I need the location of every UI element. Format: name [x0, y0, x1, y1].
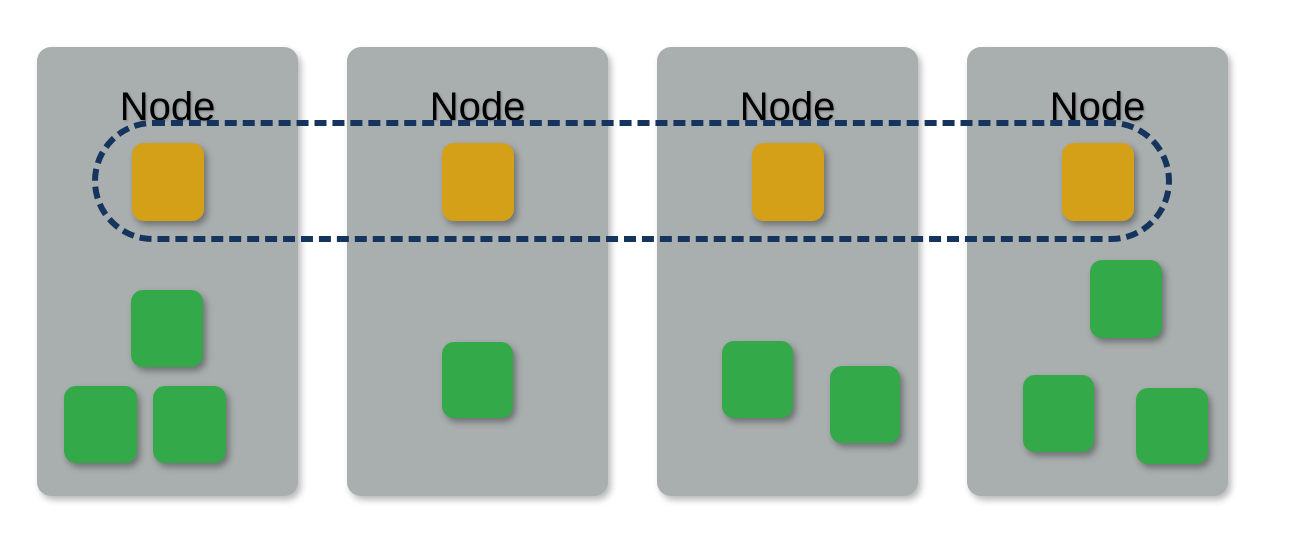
pod-green-node4-3[interactable] [1023, 375, 1094, 452]
pod-yellow-node3-1[interactable] [752, 143, 824, 221]
node-card-2[interactable]: Node [347, 47, 608, 496]
pod-green-node3-3[interactable] [830, 366, 900, 443]
pod-green-node4-2[interactable] [1090, 260, 1162, 338]
pod-yellow-node4-1[interactable] [1062, 143, 1134, 221]
node-title-1: Node [119, 85, 216, 129]
pod-yellow-node1-1[interactable] [132, 143, 204, 221]
node-title-2: Node [429, 85, 526, 129]
node-title-4: Node [1049, 85, 1146, 129]
pod-green-node1-3[interactable] [64, 386, 137, 463]
node-title-3: Node [739, 85, 836, 129]
pod-green-node4-4[interactable] [1136, 388, 1208, 464]
pod-green-node2-2[interactable] [442, 342, 513, 418]
pod-green-node3-2[interactable] [722, 341, 793, 418]
pod-green-node1-2[interactable] [131, 290, 203, 367]
pod-green-node1-4[interactable] [153, 386, 226, 463]
pod-yellow-node2-1[interactable] [442, 143, 514, 221]
